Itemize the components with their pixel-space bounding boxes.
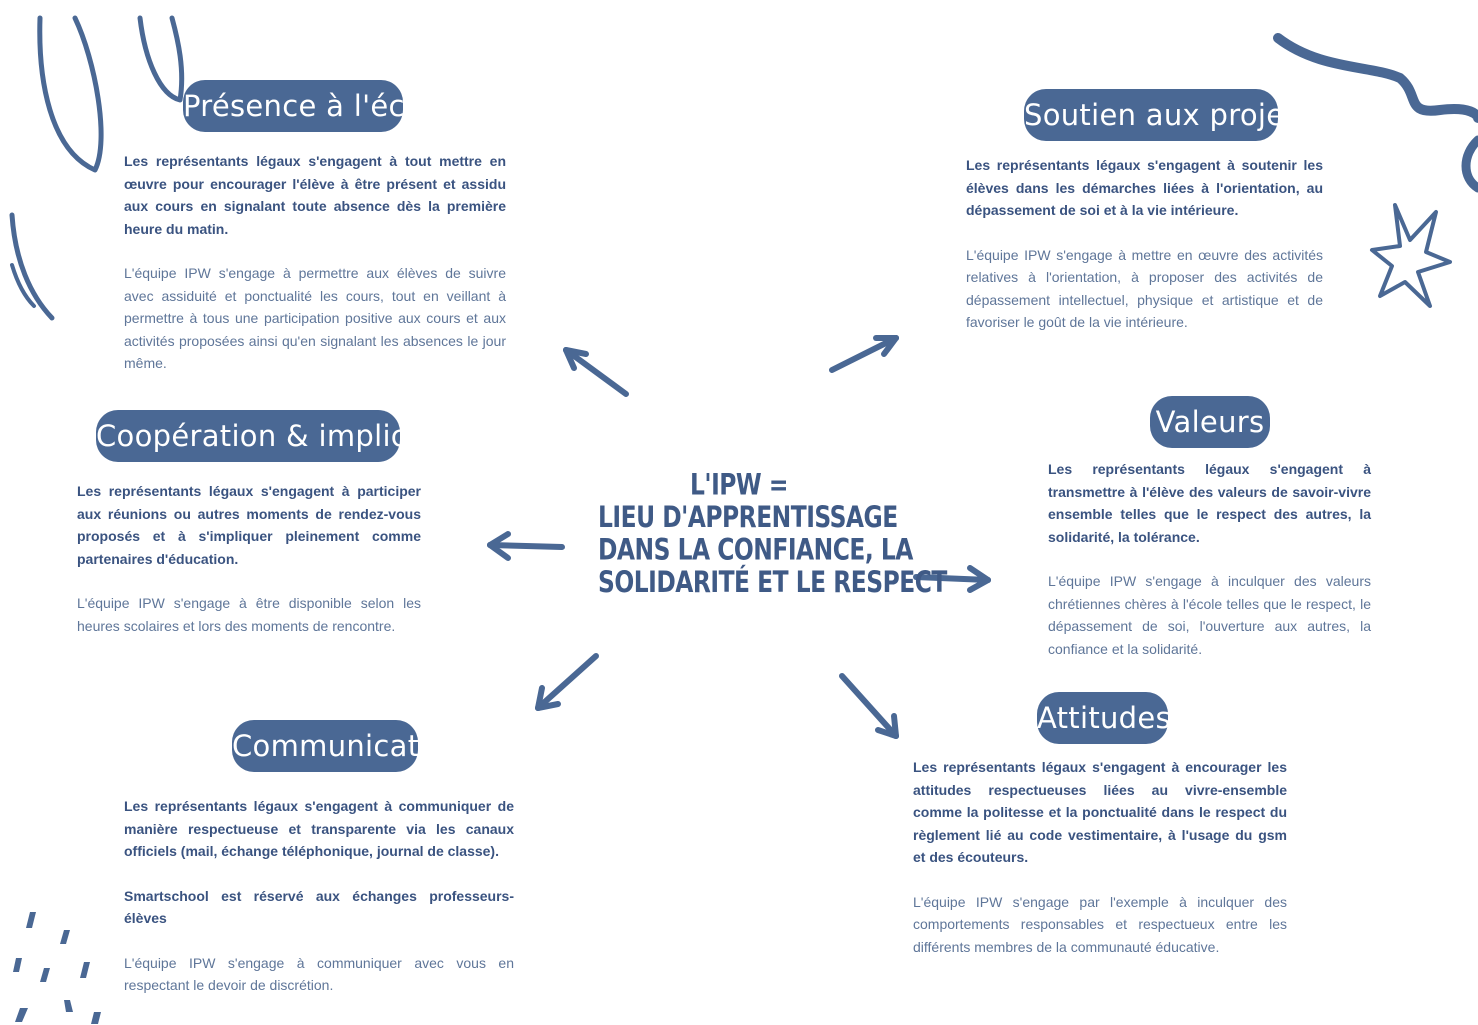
cooperation-team-text: L'équipe IPW s'engage à être disponible …	[77, 595, 421, 634]
center-title: L'IPW = LIEU D'APPRENTISSAGE DANS LA CON…	[598, 468, 947, 600]
scribble-right-edge	[1461, 135, 1478, 193]
cooperation-section: Les représentants légaux s'engagent à pa…	[77, 480, 421, 659]
valeurs-section: Les représentants légaux s'engagent à tr…	[1048, 458, 1371, 682]
attitudes-parents-text: Les représentants légaux s'engagent à en…	[913, 759, 1287, 865]
arrow-icon-soutien	[829, 335, 899, 373]
center-title-line-1: L'IPW =	[690, 468, 788, 503]
scribble-top-left	[37, 15, 104, 173]
valeurs-title: Valeurs	[1150, 396, 1270, 448]
presence-parents-text: Les représentants légaux s'engagent à to…	[124, 153, 506, 237]
soutien-title: Soutien aux projets	[1024, 89, 1311, 141]
valeurs-team-text: L'équipe IPW s'engage à inculquer des va…	[1048, 573, 1371, 657]
center-title-line-2: LIEU D'APPRENTISSAGE	[598, 501, 898, 535]
arrow-icon-presence	[563, 347, 629, 397]
communication-note-text: Smartschool est réservé aux échanges pro…	[124, 887, 514, 927]
center-title-line-4: SOLIDARITÉ ET LE RESPECT	[598, 566, 947, 600]
attitudes-section: Les représentants légaux s'engagent à en…	[913, 756, 1287, 980]
scribble-top-right	[1273, 33, 1478, 123]
valeurs-parents-text: Les représentants légaux s'engagent à tr…	[1048, 461, 1371, 545]
communication-parents-text: Les représentants légaux s'engagent à co…	[124, 798, 514, 859]
communication-team-text: L'équipe IPW s'engage à communiquer avec…	[124, 954, 514, 994]
presence-title: Présence à l'école	[183, 80, 449, 132]
arrow-icon-cooperation	[487, 531, 565, 561]
communication-title: Communication	[232, 720, 464, 772]
arrow-icon-valeurs	[913, 565, 991, 593]
scribble-left-edge-2	[10, 263, 36, 308]
center-title-line-3: DANS LA CONFIANCE, LA	[598, 533, 913, 568]
presence-section: Les représentants légaux s'engagent à to…	[124, 150, 506, 397]
cooperation-parents-text: Les représentants légaux s'engagent à pa…	[77, 483, 421, 567]
star-icon	[1370, 203, 1452, 308]
attitudes-title: Attitudes	[1037, 692, 1171, 744]
presence-team-text: L'équipe IPW s'engage à permettre aux él…	[124, 265, 506, 371]
cooperation-title: Coopération & implication	[96, 410, 482, 462]
soutien-parents-text: Les représentants légaux s'engagent à so…	[966, 157, 1323, 218]
confetti-dashes	[13, 912, 101, 1024]
attitudes-team-text: L'équipe IPW s'engage par l'exemple à in…	[913, 893, 1287, 955]
scribble-top-left-2	[137, 15, 185, 103]
arrow-icon-attitudes	[839, 673, 899, 739]
arrow-icon-communication	[535, 653, 599, 711]
soutien-section: Les représentants légaux s'engagent à so…	[966, 154, 1323, 356]
soutien-team-text: L'équipe IPW s'engage à mettre en œuvre …	[966, 246, 1323, 331]
scribble-left-edge	[9, 212, 55, 321]
communication-section: Les représentants légaux s'engagent à co…	[124, 795, 514, 1019]
